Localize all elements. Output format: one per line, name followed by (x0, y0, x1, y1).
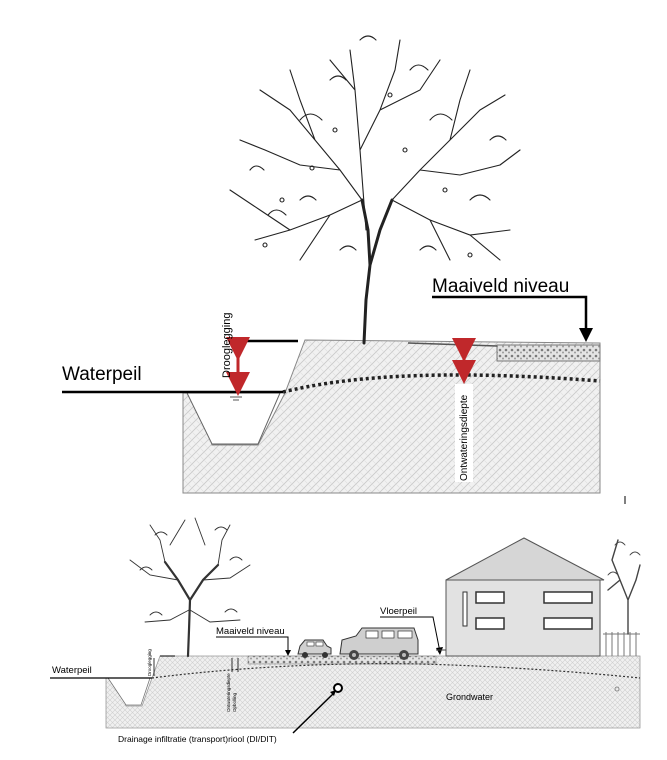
bottom-vloerpeil-label: Vloerpeil (380, 606, 417, 617)
top-diagram: Maaiveld niveau Waterpeil Drooglegging O… (62, 35, 626, 504)
bottom-ground (105, 655, 641, 729)
bottom-drainage-label: Drainage infiltratie (transport)riool (D… (118, 734, 277, 744)
bottom-drainage-pointer (292, 692, 335, 734)
tree-icon (229, 35, 521, 345)
van-icon (339, 627, 419, 660)
bottom-drooglegging-label: Drooglegging (147, 649, 152, 676)
bottom-road (247, 655, 437, 665)
bottom-maaiveld-pointer (216, 636, 289, 653)
top-waterpeil-label: Waterpeil (62, 364, 142, 385)
top-maaiveld-label: Maaiveld niveau (432, 276, 569, 297)
bottom-grondwater-label: Grondwater (446, 692, 493, 702)
bottom-ontwatering-label: Ontwateringsdiepte (226, 673, 231, 712)
bottom-vloerpeil-pointer (380, 616, 441, 653)
top-ontwatering-label: Ontwateringsdiepte (459, 394, 470, 481)
top-groundwater-line (282, 373, 601, 394)
car-icon (297, 639, 332, 658)
bottom-diagram: Maaiveld niveau Vloerpeil Waterpeil Gron… (50, 517, 641, 744)
bottom-opbolling-label: Opbolling (232, 692, 237, 712)
tree-icon (607, 539, 641, 635)
tree-icon (129, 517, 251, 658)
top-paving (496, 344, 601, 362)
bottom-maaiveld-label: Maaiveld niveau (216, 626, 285, 637)
bottom-waterpeil-label: Waterpeil (52, 665, 92, 676)
top-drooglegging-label: Drooglegging (221, 313, 233, 378)
house-icon (436, 537, 605, 657)
fence-icon (603, 632, 640, 656)
top-maaiveld-pointer (432, 295, 588, 333)
bottom-groundwater-line (151, 663, 641, 679)
